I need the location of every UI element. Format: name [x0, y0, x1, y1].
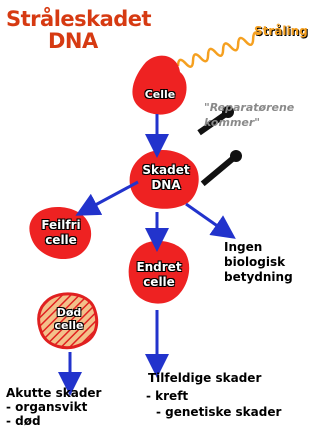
radiation-wave-icon	[176, 31, 262, 70]
acute-damage-block: Akutte skader - organsvikt - død	[6, 386, 101, 428]
random-item-1: - kreft	[146, 388, 281, 404]
error-free-line-1: Feilfri	[34, 218, 88, 233]
arrow-dna-to-error-free	[86, 182, 138, 210]
random-damage-block: Tilfeldige skader	[148, 370, 261, 386]
altered-line-2: celle	[132, 275, 186, 290]
acute-item-1: - organsvikt	[6, 400, 101, 414]
no-effect-line-1: Ingen	[224, 240, 293, 255]
arrow-dna-to-no-effect	[186, 204, 226, 232]
dead-line-2: celle	[44, 319, 94, 332]
dead-line-1: Død	[44, 306, 94, 319]
cell-label: Celle	[138, 88, 182, 101]
error-free-label: Feilfri celle	[34, 218, 88, 248]
altered-line-1: Endret	[132, 260, 186, 275]
radiation-label: Stråling	[254, 24, 308, 38]
no-effect-label: Ingen biologisk betydning	[224, 240, 293, 285]
no-effect-line-3: betydning	[224, 270, 293, 285]
damaged-dna-line-1: Skadet	[136, 163, 196, 178]
repair-label: "Reparatørene kommer"	[204, 100, 322, 130]
title-line-1: Stråleskadet	[6, 8, 151, 30]
no-effect-line-2: biologisk	[224, 255, 293, 270]
acute-heading: Akutte skader	[6, 386, 101, 400]
random-damage-items: - kreft - genetiske skader	[146, 388, 281, 420]
title-line-2: DNA	[6, 30, 151, 52]
altered-cell-label: Endret celle	[132, 260, 186, 290]
diagram-title: Stråleskadet DNA	[6, 8, 151, 52]
damaged-dna-line-2: DNA	[136, 178, 196, 193]
damaged-dna-label: Skadet DNA	[136, 163, 196, 193]
random-heading: Tilfeldige skader	[148, 370, 261, 386]
acute-item-2: - død	[6, 414, 101, 428]
error-free-line-2: celle	[34, 233, 88, 248]
dead-cell-label: Død celle	[44, 306, 94, 332]
random-item-2: - genetiske skader	[146, 404, 281, 420]
